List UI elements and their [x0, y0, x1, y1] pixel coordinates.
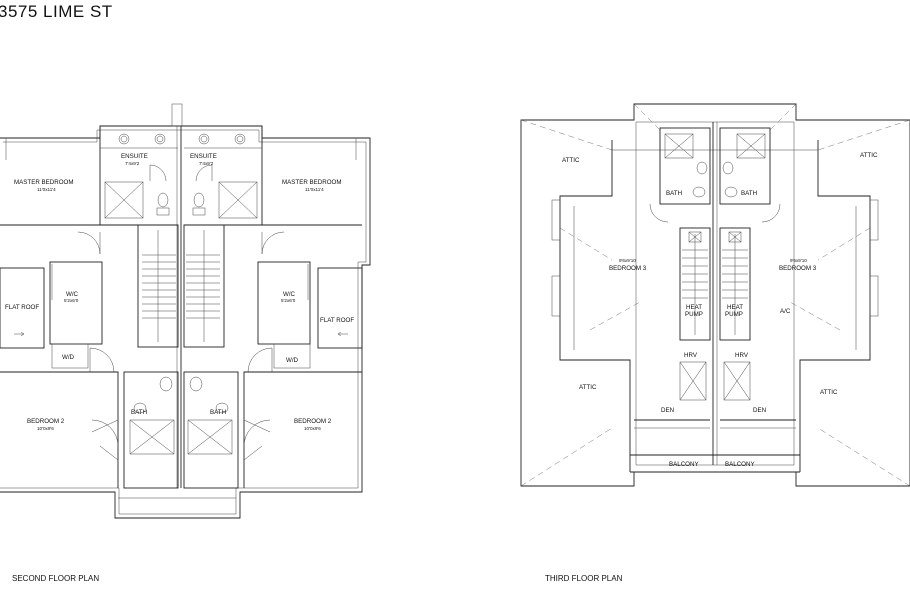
bedroom2-left-dim: 10'0x9'6: [37, 426, 54, 431]
second-floor-caption: SECOND FLOOR PLAN: [12, 574, 100, 583]
bath-left-label: BATH: [131, 409, 147, 416]
plan-title: 3575 LIME ST: [0, 2, 113, 21]
stair-treads-right: [186, 254, 220, 319]
attic-bottom-right-label: ATTIC: [820, 389, 838, 396]
den-right-label: DEN: [753, 407, 766, 414]
ensuite-left-label: ENSUITE: [121, 153, 148, 160]
master-bedroom-right-dim: 11'0x11'4: [305, 187, 324, 192]
bedroom2-right-label: BEDROOM 2: [294, 418, 332, 425]
bedroom3-left-label: BEDROOM 3: [609, 265, 647, 272]
ensuite-left-dim: 7'4x9'2: [125, 161, 140, 166]
bedroom2-right-dim: 10'0x9'6: [304, 426, 321, 431]
wd-left-label: W/D: [62, 354, 75, 361]
wic-right-label: W/C: [283, 291, 296, 298]
attic-top-right-label: ATTIC: [860, 152, 878, 159]
hrv-left-label: HRV: [684, 352, 698, 359]
wic-left-dim: 5'2x6'0: [64, 298, 79, 303]
wd-right-label: W/D: [286, 357, 299, 364]
wic-left-label: W/C: [66, 291, 79, 298]
second-floor-labels: ENSUITE 7'4x9'2 ENSUITE 7'4x9'2 MASTER B…: [5, 153, 354, 431]
master-bedroom-left-dim: 11'0x11'4: [37, 187, 56, 192]
wic-right-dim: 5'2x6'0: [281, 298, 296, 303]
attic-top-left-label: ATTIC: [562, 157, 580, 164]
second-floor-outer-wall: [0, 125, 371, 519]
balcony-right-label: BALCONY: [725, 461, 755, 468]
second-floor-plan: [0, 103, 371, 519]
third-floor-stair-treads: [682, 249, 748, 299]
master-bedroom-left-label: MASTER BEDROOM: [14, 179, 73, 186]
hrv-right-label: HRV: [735, 352, 749, 359]
bedroom3-right-dim: 9'6x9'10: [790, 258, 807, 263]
den-left-label: DEN: [661, 407, 674, 414]
bedroom3-right-label: BEDROOM 3: [779, 265, 817, 272]
third-floor-labels: ATTIC ATTIC ATTIC ATTIC BATH BATH 9'6x9'…: [562, 152, 878, 468]
bath-3f-right-label: BATH: [741, 190, 757, 197]
bedroom3-left-dim: 9'6x9'10: [619, 258, 636, 263]
bedroom2-left-label: BEDROOM 2: [27, 418, 65, 425]
flat-roof-right-label: FLAT ROOF: [320, 317, 354, 324]
third-floor-plan: [520, 103, 910, 487]
bath-right-label: BATH: [210, 409, 226, 416]
heat-pump-left-line1: HEAT: [686, 304, 702, 311]
ac-label: A/C: [780, 308, 791, 315]
heat-pump-left-line2: PUMP: [685, 311, 703, 318]
heat-pump-right-line2: PUMP: [725, 311, 743, 318]
stair-treads-left: [142, 254, 176, 319]
flat-roof-left-label: FLAT ROOF: [5, 304, 39, 311]
balcony-left-label: BALCONY: [669, 461, 699, 468]
third-floor-caption: THIRD FLOOR PLAN: [545, 574, 623, 583]
bath-3f-left-label: BATH: [666, 190, 682, 197]
master-bedroom-right-label: MASTER BEDROOM: [282, 179, 341, 186]
ensuite-right-dim: 7'4x9'2: [199, 161, 214, 166]
heat-pump-right-line1: HEAT: [727, 304, 743, 311]
attic-bottom-left-label: ATTIC: [579, 384, 597, 391]
ensuite-right-label: ENSUITE: [190, 153, 217, 160]
